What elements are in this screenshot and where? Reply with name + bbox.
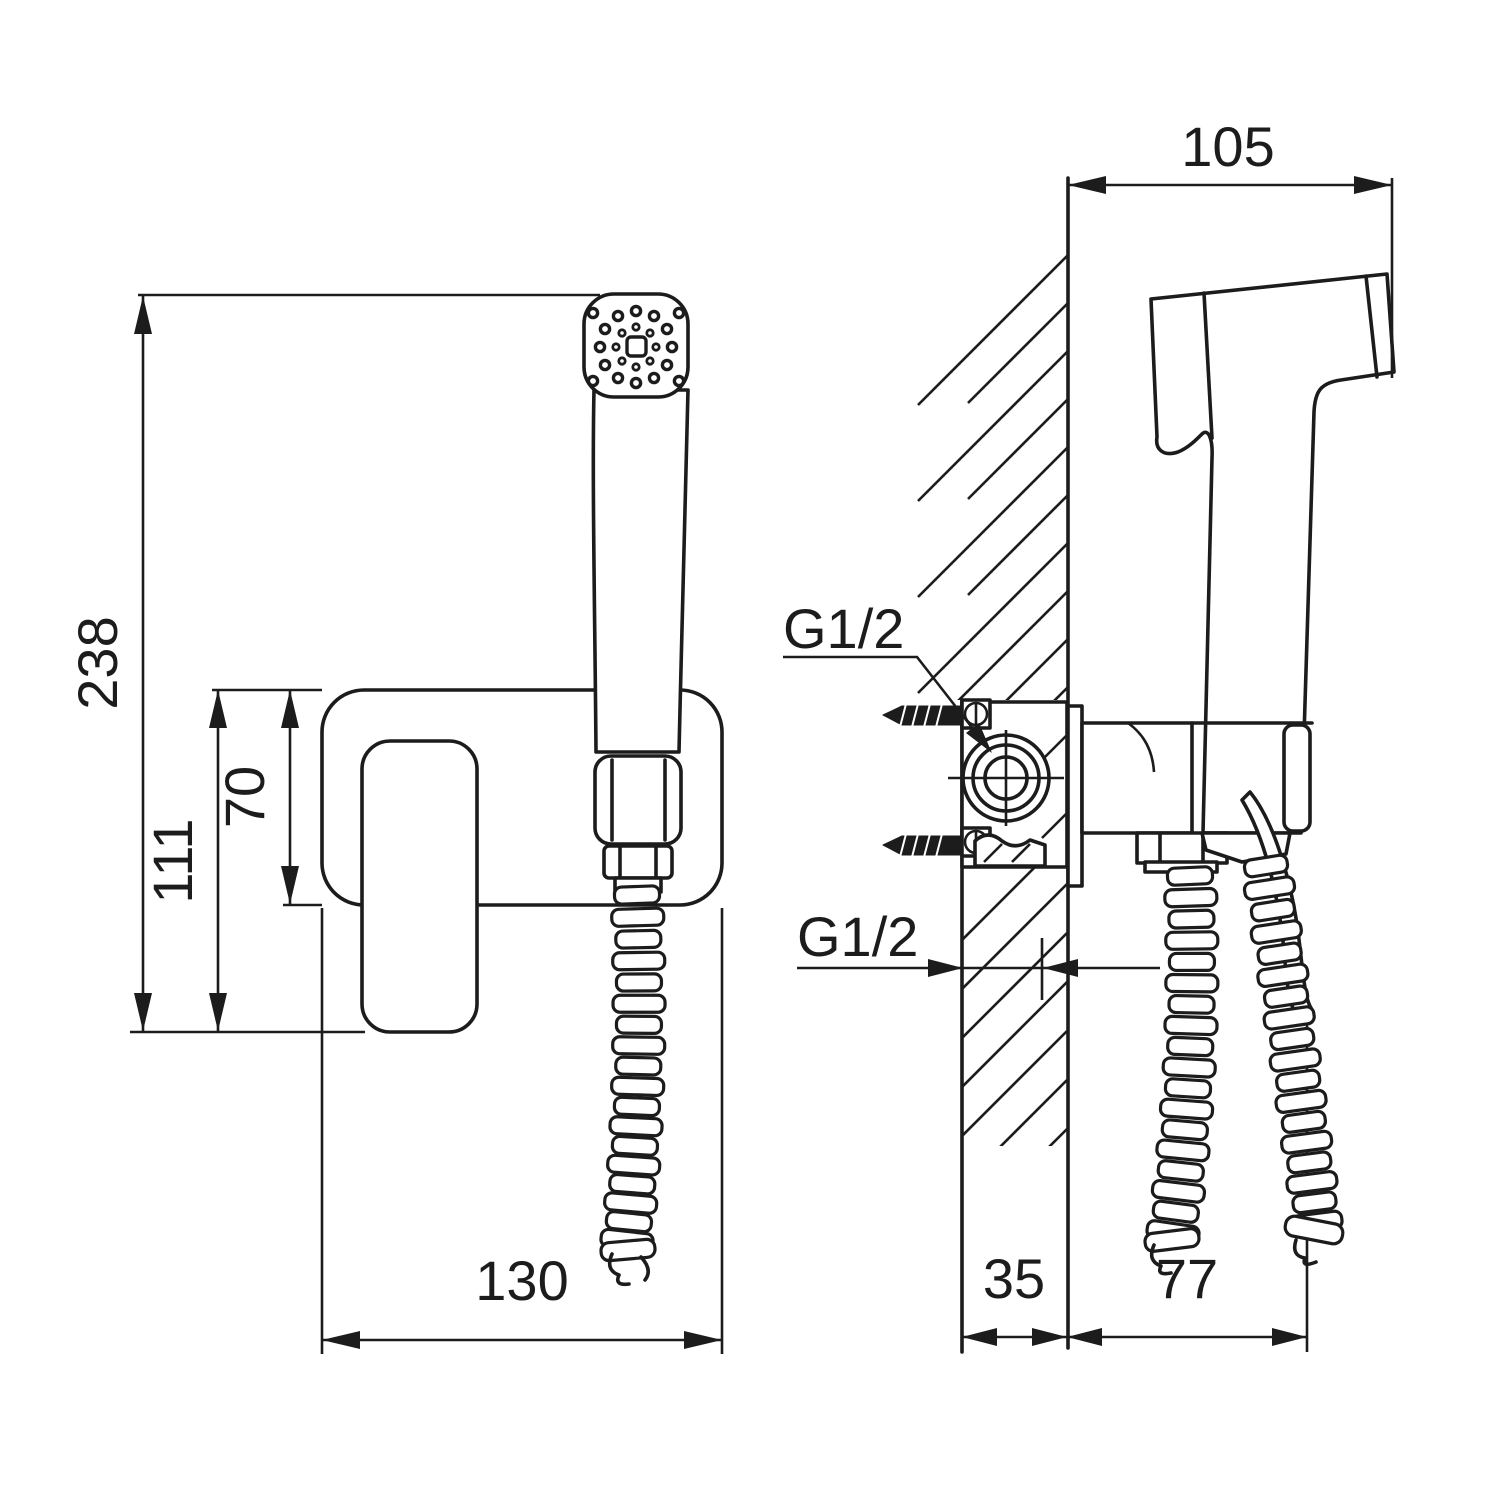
dim-wall-thickness: 35 — [983, 1247, 1045, 1310]
sprayer-hose-side-tip — [1283, 1214, 1345, 1267]
shower-hose-front-tip — [599, 1237, 657, 1287]
wall-section — [917, 176, 1070, 1354]
handshower-head — [582, 292, 690, 399]
center-nozzle — [625, 335, 648, 358]
holder-bracket-front — [593, 754, 683, 846]
back-cap-line — [1364, 274, 1379, 379]
escutcheon — [1066, 704, 1084, 888]
nozzle-dots — [586, 304, 686, 390]
hose-nut-front — [602, 844, 674, 880]
lock-nut — [973, 833, 1047, 868]
label-wall-thread: G1/2 — [797, 905, 918, 968]
handshower-handle — [591, 388, 690, 754]
mixer-hose-side-tip — [1143, 1227, 1201, 1276]
dimensions-side: 105 G1/2 G1/2 35 77 — [783, 115, 1394, 1346]
side-view-sprayer — [1149, 272, 1396, 835]
dim-plate-width: 130 — [475, 1249, 568, 1312]
side-view-holder — [1066, 704, 1314, 1022]
mixer-hose-side — [1145, 865, 1220, 1245]
inlet-thread-circles — [948, 730, 1064, 826]
wall-hatching-lower — [963, 868, 1067, 1146]
dim-mixer-offset: 111 — [141, 818, 204, 903]
dim-body-projection: 77 — [1156, 1247, 1218, 1310]
mounting-screw-top — [882, 701, 989, 728]
dimensions-front: 238 111 70 130 — [66, 293, 724, 1354]
label-inlet-thread: G1/2 — [783, 597, 904, 660]
mounting-screw-bottom — [882, 829, 989, 858]
holder-bracket-side — [1282, 723, 1312, 833]
mixer-box-side — [1080, 721, 1194, 835]
dim-sprayer-depth: 105 — [1181, 115, 1274, 178]
wall-hatching-upper — [917, 254, 1068, 700]
nozzle-cap-joint — [1202, 291, 1214, 440]
dim-plate-height: 70 — [213, 766, 276, 828]
mixer-lever — [360, 739, 479, 1034]
front-view — [320, 292, 724, 1034]
dim-total-height: 238 — [66, 616, 129, 709]
